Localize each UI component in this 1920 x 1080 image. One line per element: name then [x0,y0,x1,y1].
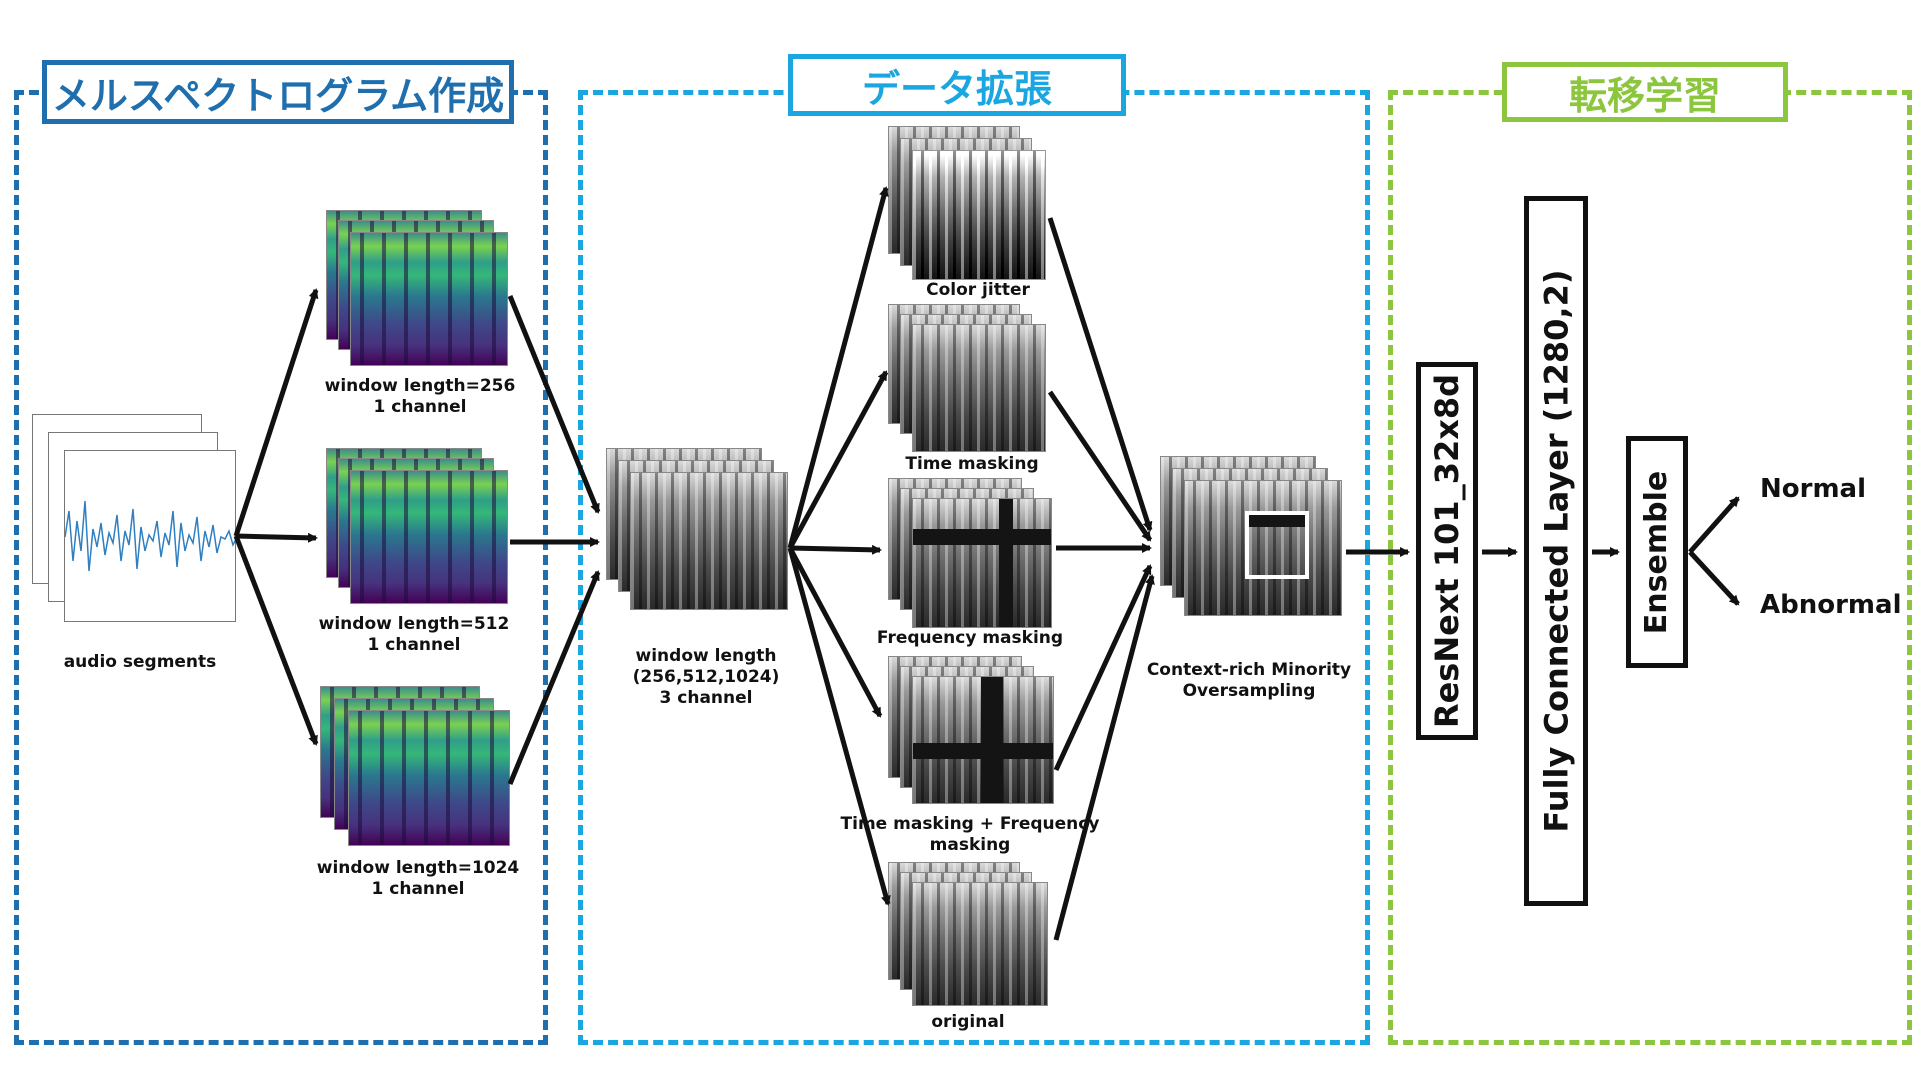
time-masking-stack [888,304,1048,454]
cmo-card-front [1184,480,1342,616]
spectrogram-512-label: window length=512 1 channel [304,614,524,656]
arrow-combined-to-freq-masking [789,544,882,555]
arrow-1024-to-combined [507,570,601,785]
combined-3channel-stack [606,448,788,614]
audio-card-front [64,450,238,622]
time-freq-line2: masking [929,835,1011,855]
spectrogram-256-line1: window length=256 [324,376,516,396]
original-stack [888,862,1050,1008]
arrow-combined-to-color-jitter [787,186,889,549]
arrow-audio-to-256 [233,288,319,537]
tl-section-title: 転移学習 [1502,62,1788,122]
aug-card-front [912,882,1048,1006]
frequency-masking-stack [888,478,1054,630]
output-normal-label: Normal [1760,474,1866,504]
arrow-color-jitter-to-cmo [1047,217,1153,532]
combined-line1: window length [635,646,777,666]
color-jitter-stack [888,126,1048,284]
spectrogram-256-label: window length=256 1 channel [310,376,530,418]
aug-card-front [912,676,1054,804]
aug-card-front [912,498,1052,628]
arrow-ensemble-to-abnormal [1688,550,1740,606]
time-freq-masking-label: Time masking + Frequency masking [830,814,1110,856]
spectrogram-1024-line1: window length=1024 [316,858,520,878]
arrow-audio-to-1024 [233,535,319,746]
color-jitter-label: Color jitter [926,280,1030,300]
spectrogram-1024-line2: 1 channel [371,879,465,899]
time-mask [981,677,1003,803]
cmo-crop-mask [1249,515,1305,527]
aug-card-front [912,150,1046,280]
spectrogram-512-line2: 1 channel [367,635,461,655]
combined-line3: 3 channel [659,688,753,708]
cmo-crop-patch [1245,511,1309,579]
frequency-mask [913,529,1051,545]
arrow-combined-to-original [787,547,891,906]
fc-layer-block: Fully Connected Layer (1280,2) [1524,196,1588,906]
cmo-line2: Oversampling [1182,681,1316,701]
spectrogram-card-front [348,710,510,846]
arrow-original-to-cmo [1053,574,1155,941]
time-mask [999,499,1013,627]
time-freq-masking-stack [888,656,1056,806]
arrow-audio-to-512 [235,532,318,543]
time-masking-label: Time masking [905,454,1039,474]
resnext-block: ResNext 101_32x8d [1416,362,1478,740]
spectrogram-256-line2: 1 channel [373,397,467,417]
time-freq-line1: Time masking + Frequency [840,814,1100,834]
audio-segments-label: audio segments [63,652,217,672]
cmo-line1: Context-rich Minority [1146,660,1352,680]
arrow-time-masking-to-cmo [1047,390,1153,542]
spectrogram-card-front [350,232,508,366]
spectrogram-512-stack [326,448,510,608]
spectrogram-card-front [350,470,508,604]
cmo-stack [1160,456,1344,620]
combined-line2: (256,512,1024) [632,667,780,687]
arrow-256-to-combined [507,295,601,514]
ensemble-block: Ensemble [1626,436,1688,668]
spectrogram-1024-label: window length=1024 1 channel [308,858,528,900]
arrow-time-freq-to-cmo [1053,564,1153,772]
spectrogram-1024-stack [320,686,510,852]
output-abnormal-label: Abnormal [1760,590,1902,620]
cmo-label: Context-rich Minority Oversampling [1124,660,1374,702]
aug-section-title: データ拡張 [788,54,1126,116]
frequency-mask [913,743,1053,759]
arrow-combined-to-time-masking [787,370,889,550]
frequency-masking-label: Frequency masking [876,628,1064,648]
original-label: original [931,1012,1005,1032]
combined-label: window length (256,512,1024) 3 channel [596,646,816,709]
mel-section-title: メルスペクトログラム作成 [42,60,514,124]
waveform-graphic [64,500,238,572]
audio-segments-stack [32,414,238,622]
combined-card-front [630,472,788,610]
aug-card-front [912,324,1046,452]
spectrogram-512-line1: window length=512 [318,614,510,634]
spectrogram-256-stack [326,210,510,370]
arrow-combined-to-time-freq [787,546,883,718]
arrow-ensemble-to-normal [1688,496,1740,554]
